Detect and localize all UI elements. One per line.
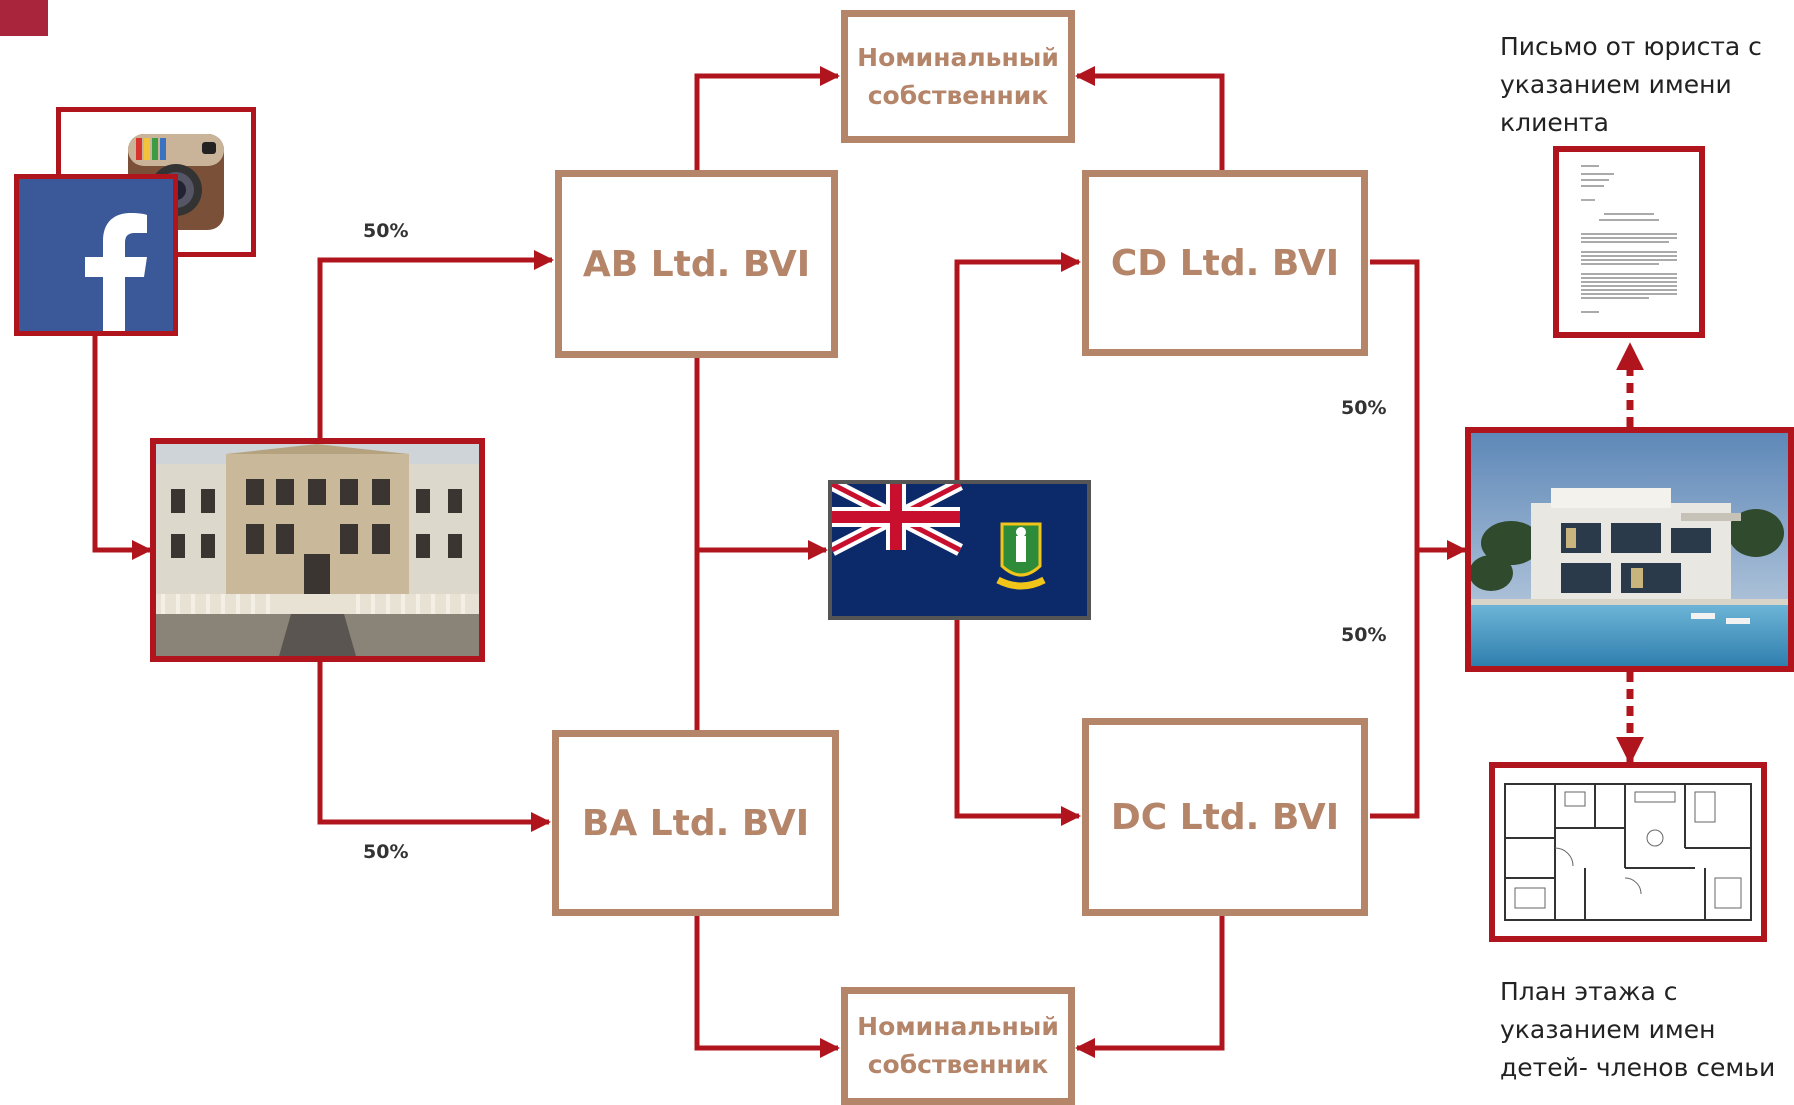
caption-plan-line3: детей- членов семьи xyxy=(1500,1053,1776,1082)
villa-photo xyxy=(1465,427,1794,672)
arrow-facebook-to-mansion xyxy=(92,335,152,560)
caption-lawyer-line3: клиента xyxy=(1500,108,1609,137)
caption-floor-plan: План этажа с указанием имен детей- члено… xyxy=(1500,973,1775,1087)
entity-label-dc: DC Ltd. BVI xyxy=(1110,796,1340,838)
entity-box-ab: AB Ltd. BVI xyxy=(555,170,838,358)
bvi-flag-frame xyxy=(828,478,1091,620)
nominee-box-top: Номинальный собственник xyxy=(841,10,1075,143)
line-cd-to-villa xyxy=(1370,259,1420,819)
nominee-top-line1: Номинальный xyxy=(857,42,1059,72)
arrow-ba-to-nominee-bottom xyxy=(694,916,840,1058)
percent-label-from-dc: 50% xyxy=(1341,624,1387,646)
arrow-ab-to-nominee-top xyxy=(694,66,840,170)
percent-label-from-cd: 50% xyxy=(1341,397,1387,419)
arrow-cd-to-nominee-top xyxy=(1075,66,1225,170)
caption-lawyer-line2: указанием имени xyxy=(1500,70,1732,99)
facebook-icon xyxy=(85,213,147,331)
corner-accent xyxy=(0,0,48,36)
bvi-flag xyxy=(829,478,1087,616)
nominee-top-line2: собственник xyxy=(867,80,1049,110)
entity-label-ba: BA Ltd. BVI xyxy=(581,802,810,844)
caption-lawyer-letter: Письмо от юриста с указанием имени клиен… xyxy=(1500,28,1762,142)
entity-label-ab: AB Ltd. BVI xyxy=(582,243,811,285)
arrow-flag-to-dc xyxy=(954,620,1081,826)
percent-label-to-ba: 50% xyxy=(363,841,409,863)
mansion-photo xyxy=(150,438,485,662)
entity-label-cd: CD Ltd. BVI xyxy=(1110,242,1340,284)
letter-document xyxy=(1559,152,1699,332)
nominee-bottom-line2: собственник xyxy=(867,1050,1049,1079)
arrow-mansion-to-ba xyxy=(317,662,551,832)
floor-plan-frame xyxy=(1489,762,1767,942)
floor-plan-drawing xyxy=(1495,768,1761,936)
nominee-bottom-line1: Номинальный xyxy=(857,1012,1059,1041)
caption-plan-line2: указанием имен xyxy=(1500,1015,1716,1044)
nominee-box-bottom: Номинальный собственник xyxy=(841,987,1075,1105)
caption-plan-line1: План этажа с xyxy=(1500,977,1678,1006)
percent-label-to-ab: 50% xyxy=(363,220,409,242)
entity-box-ba: BA Ltd. BVI xyxy=(552,730,839,916)
mansion-illustration xyxy=(156,444,479,656)
arrow-dc-to-nominee-bottom xyxy=(1075,916,1225,1058)
arrow-flag-to-cd xyxy=(954,252,1081,480)
villa-illustration xyxy=(1471,433,1788,666)
facebook-frame xyxy=(14,174,178,336)
entity-box-dc: DC Ltd. BVI xyxy=(1082,718,1368,916)
letter-frame xyxy=(1553,146,1705,338)
caption-lawyer-line1: Письмо от юриста с xyxy=(1500,32,1762,61)
arrow-mansion-to-ab xyxy=(317,250,554,438)
entity-box-cd: CD Ltd. BVI xyxy=(1082,170,1368,356)
